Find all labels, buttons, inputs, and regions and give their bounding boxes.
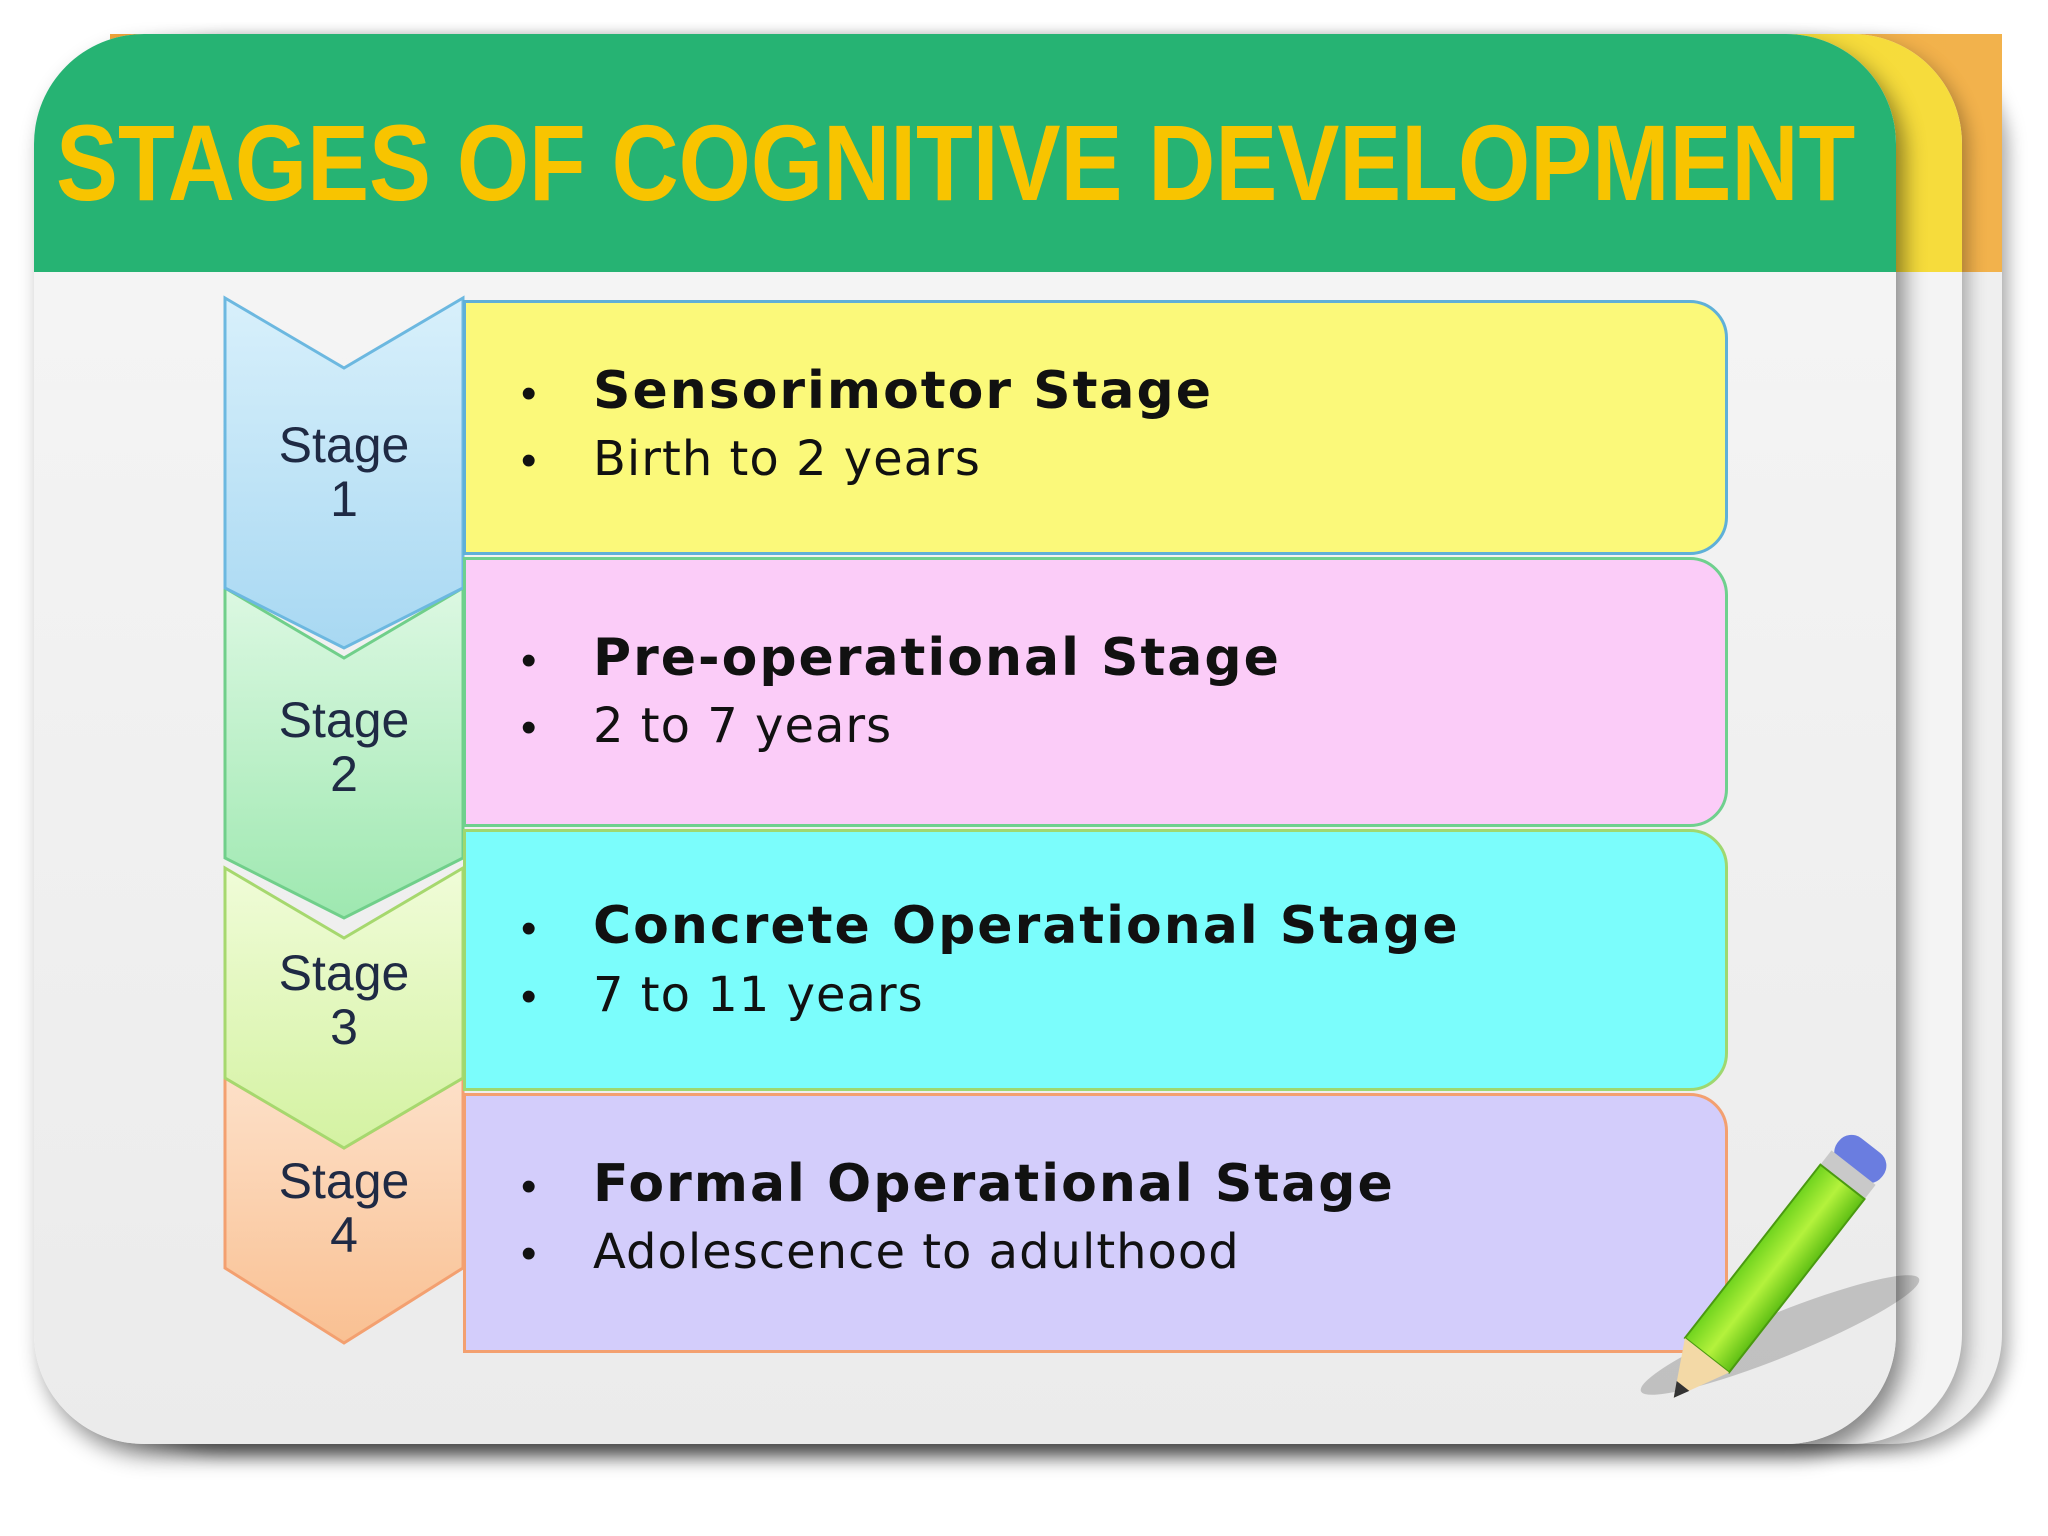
bullet-icon: • xyxy=(521,1229,537,1278)
stage-box-1: • Sensorimotor Stage • Birth to 2 years xyxy=(463,300,1728,555)
stage-3-age-line: • 7 to 11 years xyxy=(521,967,924,1023)
bullet-icon: • xyxy=(521,1162,537,1211)
stage-1-name: Sensorimotor Stage xyxy=(593,361,1214,421)
stage-2-number: 2 xyxy=(330,746,358,802)
stage-4-word: Stage xyxy=(278,1153,410,1209)
bullet-icon: • xyxy=(521,369,537,418)
stage-4-age-line: • Adolescence to adulthood xyxy=(521,1224,1240,1280)
stage-4-number: 4 xyxy=(330,1207,358,1263)
stage-3-word: Stage xyxy=(278,945,410,1001)
pencil-icon xyxy=(1640,1134,1920,1398)
stage-2-age-line: • 2 to 7 years xyxy=(521,698,892,754)
stage-3-name-line: • Concrete Operational Stage xyxy=(521,896,1460,956)
bullet-icon: • xyxy=(521,703,537,752)
stage-1-name-line: • Sensorimotor Stage xyxy=(521,361,1213,421)
stage-4-age: Adolescence to adulthood xyxy=(593,1224,1240,1280)
stage-box-2: • Pre-operational Stage • 2 to 7 years xyxy=(463,557,1728,827)
chevron-label-stage-3: Stage 3 xyxy=(225,946,463,1054)
stage-1-age: Birth to 2 years xyxy=(593,431,981,487)
slide-title: STAGES OF COGNITIVE DEVELOPMENT xyxy=(56,102,1856,223)
chevron-arrows xyxy=(223,295,465,1345)
stage-box-4: • Formal Operational Stage • Adolescence t… xyxy=(463,1093,1728,1353)
stage-3-number: 3 xyxy=(330,999,358,1055)
chevron-label-stage-2: Stage 2 xyxy=(225,693,463,801)
stage-1-age-line: • Birth to 2 years xyxy=(521,431,981,487)
bullet-icon: • xyxy=(521,904,537,953)
title-bar: STAGES OF COGNITIVE DEVELOPMENT xyxy=(34,34,1896,272)
stage-1-number: 1 xyxy=(330,471,358,527)
stage-2-word: Stage xyxy=(278,692,410,748)
stage-box-3: • Concrete Operational Stage • 7 to 11 yea… xyxy=(463,829,1728,1091)
stage-2-age: 2 to 7 years xyxy=(593,698,893,754)
stage-1-word: Stage xyxy=(278,417,410,473)
stage-2-name: Pre-operational Stage xyxy=(593,628,1281,688)
stage-2-name-line: • Pre-operational Stage xyxy=(521,628,1281,688)
stage-4-name: Formal Operational Stage xyxy=(593,1154,1395,1214)
stage-chevron-column: Stage 1 Stage 2 Stage 3 Stage 4 xyxy=(223,295,465,1348)
bullet-icon: • xyxy=(521,636,537,685)
bullet-icon: • xyxy=(521,972,537,1021)
chevron-label-stage-1: Stage 1 xyxy=(225,418,463,526)
chevron-label-stage-4: Stage 4 xyxy=(225,1154,463,1262)
stage-4-name-line: • Formal Operational Stage xyxy=(521,1154,1395,1214)
stage-3-age: 7 to 11 years xyxy=(593,967,924,1023)
bullet-icon: • xyxy=(521,436,537,485)
stage-3-name: Concrete Operational Stage xyxy=(593,896,1460,956)
